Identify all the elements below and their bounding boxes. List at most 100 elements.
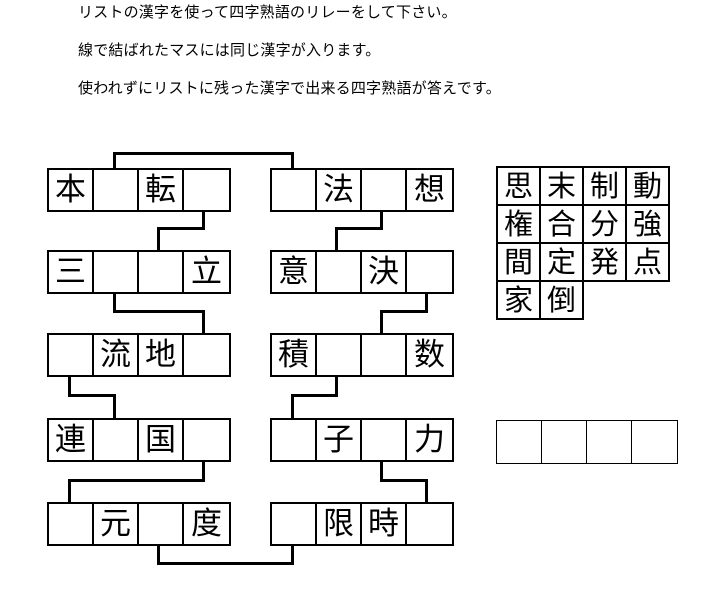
- right-cell-r3c3[interactable]: [362, 335, 407, 375]
- connector-right-3-4-vertical-a: [335, 376, 338, 397]
- left-cell-r1c1[interactable]: 本: [49, 170, 94, 210]
- connector-right-1-2-horizontal: [335, 227, 383, 230]
- answer-cell-4[interactable]: [632, 421, 677, 463]
- left-cell-r1c2[interactable]: [94, 170, 139, 210]
- right-grid-row-4: 子 力: [270, 418, 454, 462]
- list-cell-r2c4[interactable]: 強: [627, 206, 670, 244]
- right-cell-r3c4[interactable]: 数: [414, 336, 445, 373]
- right-cell-r5c1[interactable]: [272, 504, 317, 544]
- list-cell-r3c3[interactable]: 発: [584, 244, 627, 282]
- right-cell-r3c2[interactable]: [317, 335, 362, 375]
- connector-right-2-3-vertical-a: [425, 293, 428, 312]
- list-cell-r4c3-empty: [584, 282, 627, 320]
- answer-box: [496, 420, 678, 464]
- connector-right-1-2-vertical-b: [335, 227, 338, 251]
- left-cell-r5c4[interactable]: 度: [191, 505, 222, 542]
- left-grid-row-5: 元 度: [47, 502, 231, 546]
- right-cell-r4c1[interactable]: [272, 420, 317, 460]
- connector-right-3-4-vertical-b: [291, 394, 294, 419]
- list-cell-r4c4-empty: [627, 282, 670, 320]
- instructions-block: リストの漢字を使って四字熟語のリレーをして下さい。 線で結ばれたマスには同じ漢字…: [78, 4, 678, 118]
- right-cell-r3c1[interactable]: 積: [272, 335, 317, 375]
- right-cell-r4c4[interactable]: 力: [414, 421, 445, 458]
- connector-left-4-5-horizontal: [68, 479, 205, 482]
- connector-right-4-5-vertical-b: [425, 479, 428, 503]
- right-cell-r1c1[interactable]: [272, 170, 317, 210]
- right-cell-r5c3[interactable]: 時: [362, 504, 407, 544]
- left-cell-r5c2[interactable]: 元: [94, 504, 139, 544]
- connector-left-4-5-vertical-a: [202, 461, 205, 482]
- right-cell-r2c4[interactable]: [407, 252, 452, 292]
- connector-left-4-5-vertical-b: [68, 479, 71, 503]
- instruction-line-1: リストの漢字を使って四字熟語のリレーをして下さい。: [78, 5, 457, 21]
- answer-cell-3[interactable]: [587, 421, 632, 463]
- list-cell-r2c3[interactable]: 分: [584, 206, 627, 244]
- left-cell-r2c1[interactable]: 三: [49, 252, 94, 292]
- connector-left-2-3-horizontal: [113, 310, 205, 313]
- connector-right-4-5-horizontal: [380, 479, 428, 482]
- list-cell-r4c2[interactable]: 倒: [541, 282, 584, 320]
- instruction-line-2: 線で結ばれたマスには同じ漢字が入ります。: [78, 43, 381, 59]
- right-grid-row-5: 限 時: [270, 502, 454, 546]
- connector-left-1-2-vertical-b: [157, 227, 160, 251]
- left-cell-r5c1[interactable]: [49, 504, 94, 544]
- connector-right-4-5-vertical-a: [380, 461, 383, 482]
- connector-left-1-2-horizontal: [157, 227, 205, 230]
- connector-right-2-3-vertical-b: [380, 310, 383, 334]
- left-cell-r1c4[interactable]: [184, 170, 229, 210]
- right-cell-r4c2[interactable]: 子: [317, 420, 362, 460]
- list-cell-r3c1[interactable]: 間: [498, 244, 541, 282]
- left-cell-r3c1[interactable]: [49, 335, 94, 375]
- list-cell-r1c1[interactable]: 思: [498, 168, 541, 206]
- connector-top-horizontal: [113, 152, 294, 155]
- right-grid-row-2: 意 決: [270, 250, 454, 294]
- left-cell-r4c2[interactable]: [94, 420, 139, 460]
- connector-right-2-3-horizontal: [380, 310, 428, 313]
- right-cell-r2c2[interactable]: [317, 252, 362, 292]
- left-cell-r4c4[interactable]: [184, 420, 229, 460]
- left-cell-r2c4[interactable]: 立: [191, 253, 222, 290]
- connector-top-left-vertical: [113, 152, 116, 169]
- left-grid-row-2: 三 立: [47, 250, 231, 294]
- list-cell-r1c3[interactable]: 制: [584, 168, 627, 206]
- connector-left-3-4-vertical-b: [113, 394, 116, 419]
- right-cell-r1c2[interactable]: 法: [317, 170, 362, 210]
- left-cell-r2c2[interactable]: [94, 252, 139, 292]
- connector-left-3-4-vertical-a: [68, 376, 71, 397]
- connector-bottom-right-vertical: [291, 545, 294, 565]
- left-cell-r1c3[interactable]: 転: [139, 170, 184, 210]
- instruction-line-3: 使われずにリストに残った漢字で出来る四字熟語が答えです。: [78, 81, 501, 97]
- list-cell-r2c1[interactable]: 権: [498, 206, 541, 244]
- answer-cell-1[interactable]: [497, 421, 542, 463]
- right-cell-r5c4[interactable]: [407, 504, 452, 544]
- answer-cell-2[interactable]: [542, 421, 587, 463]
- list-cell-r1c2[interactable]: 末: [541, 168, 584, 206]
- list-cell-r4c1[interactable]: 家: [498, 282, 541, 320]
- list-cell-r1c4[interactable]: 動: [627, 168, 670, 206]
- right-grid-row-3: 積 数: [270, 333, 454, 377]
- connector-bottom-horizontal: [157, 562, 294, 565]
- list-cell-r3c4[interactable]: 点: [627, 244, 670, 282]
- list-cell-r2c2[interactable]: 合: [541, 206, 584, 244]
- right-cell-r1c3[interactable]: [362, 170, 407, 210]
- left-cell-r3c4[interactable]: [184, 335, 229, 375]
- list-row-2: 権 合 分 強: [498, 206, 670, 244]
- left-cell-r4c1[interactable]: 連: [49, 420, 94, 460]
- connector-right-1-2-vertical-a: [380, 211, 383, 229]
- connector-left-3-4-horizontal: [68, 394, 116, 397]
- right-cell-r2c1[interactable]: 意: [272, 252, 317, 292]
- list-cell-r3c2[interactable]: 定: [541, 244, 584, 282]
- right-cell-r4c3[interactable]: [362, 420, 407, 460]
- right-cell-r1c4[interactable]: 想: [414, 171, 445, 208]
- list-row-1: 思 末 制 動: [498, 168, 670, 206]
- right-cell-r2c3[interactable]: 決: [362, 252, 407, 292]
- right-cell-r5c2[interactable]: 限: [317, 504, 362, 544]
- connector-left-2-3-vertical-b: [202, 310, 205, 334]
- left-cell-r4c3[interactable]: 国: [139, 420, 184, 460]
- left-grid-row-1: 本 転: [47, 168, 231, 212]
- connector-bottom-left-vertical: [157, 545, 160, 565]
- left-cell-r2c3[interactable]: [139, 252, 184, 292]
- left-cell-r5c3[interactable]: [139, 504, 184, 544]
- left-cell-r3c3[interactable]: 地: [139, 335, 184, 375]
- left-cell-r3c2[interactable]: 流: [94, 335, 139, 375]
